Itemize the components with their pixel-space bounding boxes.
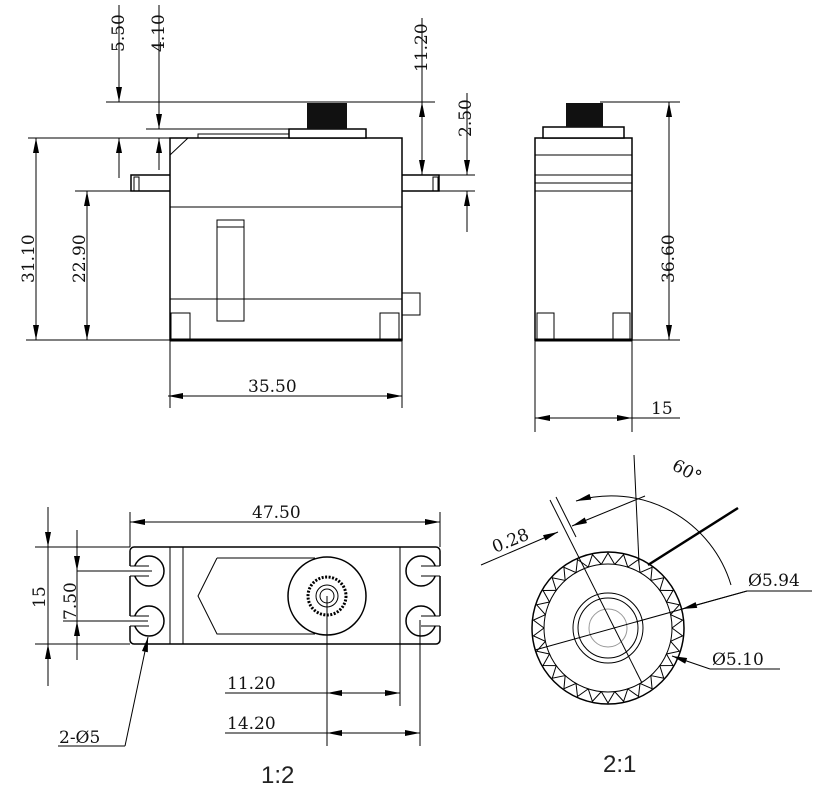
dim-22-90: 22.90 (70, 234, 90, 283)
gear-tooth (535, 601, 550, 616)
gear-tooth (551, 665, 566, 679)
gear-detail: 60° 0.28 Ø5.94 Ø5.10 2:1 (480, 454, 812, 778)
dim-36-60: 36.60 (659, 234, 679, 283)
dim-7-50: 7.50 (61, 582, 81, 620)
gear-tooth (542, 653, 557, 667)
dim-top-15: 15 (30, 586, 50, 608)
gear-tooth (639, 675, 653, 690)
dim-dia-5-10: Ø5.10 (712, 650, 764, 670)
gear-tooth (587, 553, 602, 568)
gear-tooth (659, 653, 674, 667)
gear-tooth (670, 614, 684, 629)
gear-tooth (535, 640, 550, 655)
front-view: 5.50 4.10 11.20 2.50 31.10 22.90 35.50 (19, 5, 476, 408)
dim-dia-5-94: Ø5.94 (748, 571, 800, 591)
gear-tooth (563, 675, 577, 690)
dim-5-50: 5.50 (109, 14, 129, 52)
top-view: 47.50 15 7.50 11.20 14.20 2-Ø5 1:2 (30, 503, 441, 789)
gear-tooth (614, 688, 629, 703)
gear-tooth (575, 683, 589, 698)
scale-2-1: 2:1 (603, 751, 636, 778)
output-gear (307, 103, 347, 129)
dim-top-11-20: 11.20 (227, 674, 276, 694)
gear-tooth (587, 688, 602, 703)
dim-47-50: 47.50 (252, 503, 301, 523)
gear-tooth (639, 566, 653, 581)
scale-1-2: 1:2 (261, 762, 294, 789)
dim-31-10: 31.10 (19, 234, 39, 283)
gear-tooth (532, 627, 546, 642)
dim-35-50: 35.50 (248, 377, 297, 397)
gear-tooth (650, 577, 665, 591)
gear-tooth (542, 589, 557, 603)
gear-tooth (600, 691, 616, 704)
side-view: 36.60 15 (534, 101, 680, 432)
side-output-gear (566, 103, 603, 127)
dim-11-20: 11.20 (412, 23, 432, 72)
gear-tooth (670, 627, 684, 642)
dim-14-20: 14.20 (227, 714, 276, 734)
dim-4-10: 4.10 (149, 14, 169, 52)
gear-teeth (532, 552, 684, 704)
dim-side-15: 15 (651, 399, 673, 419)
gear-tooth (563, 566, 577, 581)
dim-2-50: 2.50 (456, 99, 476, 137)
gear-tooth (532, 614, 546, 629)
gear-tooth (659, 589, 674, 603)
gear-tooth (627, 683, 641, 698)
dim-holes: 2-Ø5 (59, 728, 100, 748)
gear-tooth (575, 558, 589, 573)
gear-tooth (666, 640, 681, 655)
dim-60-degrees: 60° (669, 456, 705, 488)
gear-tooth (551, 577, 566, 591)
gear-tooth (650, 665, 665, 679)
gear-tooth (614, 553, 629, 568)
gear-tooth (600, 552, 616, 565)
